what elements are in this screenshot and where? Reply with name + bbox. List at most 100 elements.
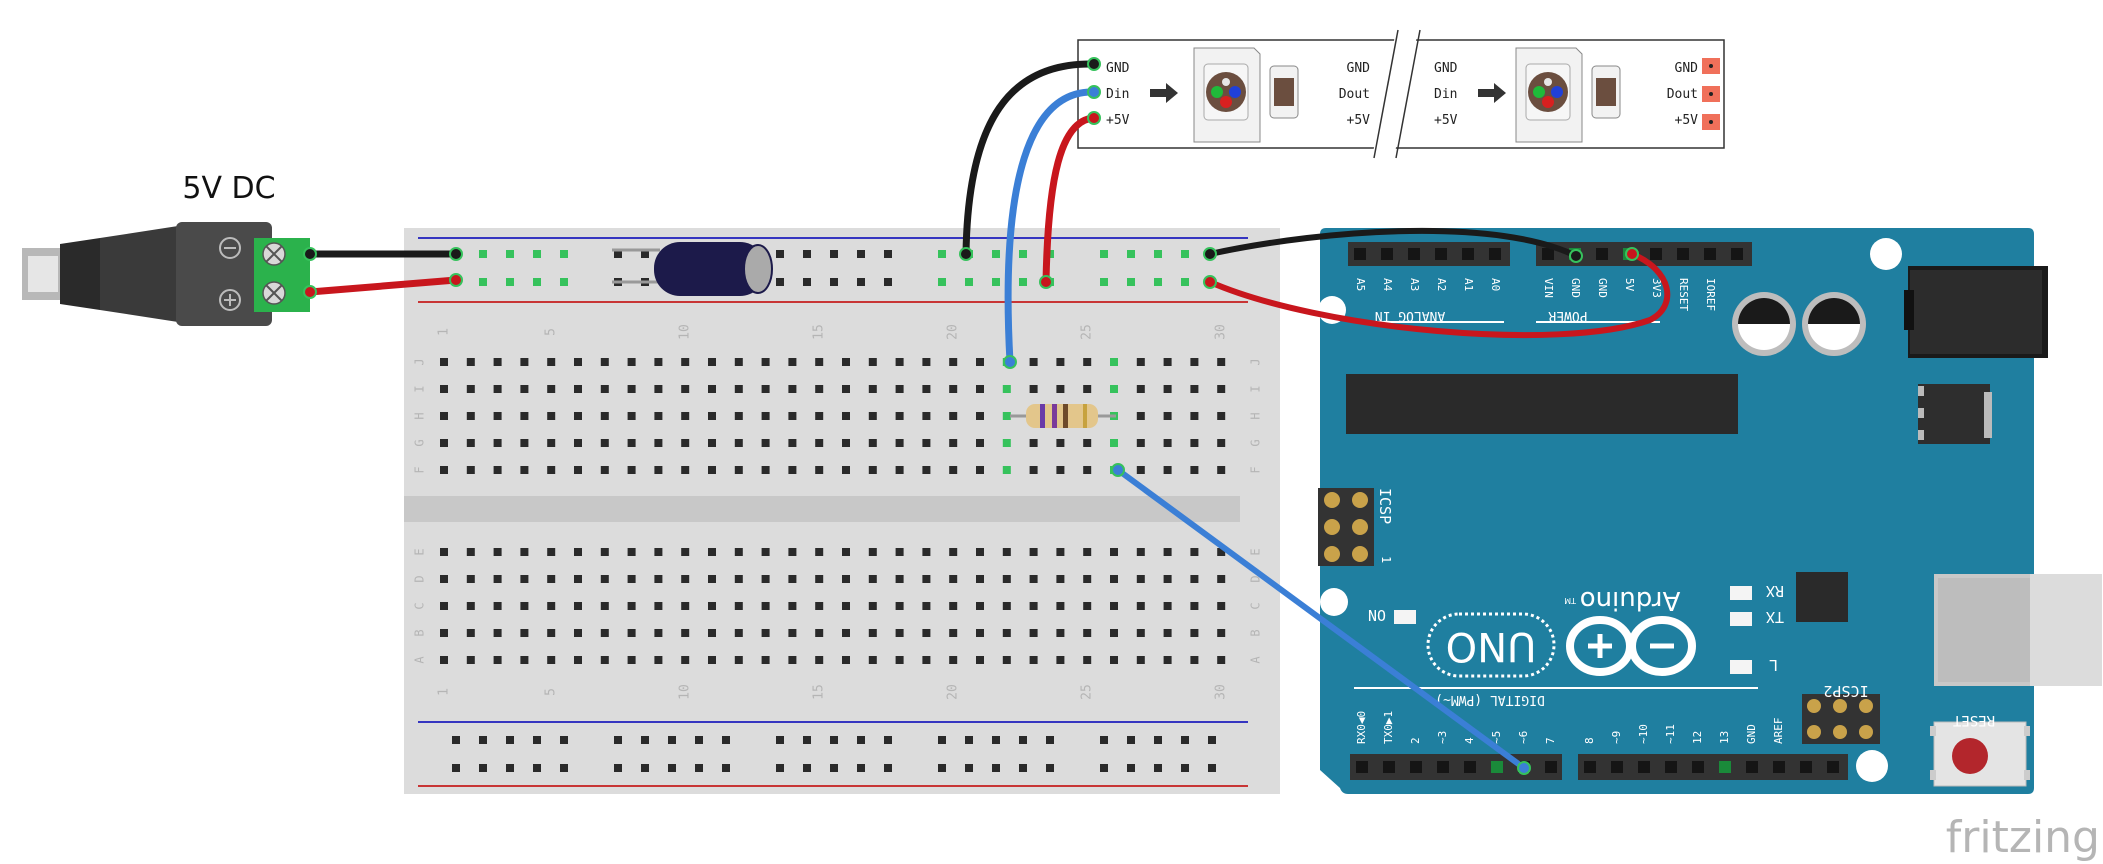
digital-pin-label: RX0◀0 [1355, 711, 1368, 744]
breadboard-hole [681, 602, 690, 610]
digital-pin-label: 7 [1544, 737, 1557, 744]
breadboard-hole [976, 412, 984, 420]
rail-hole [1181, 736, 1189, 744]
breadboard-hole [654, 575, 663, 583]
breadboard-hole [600, 466, 609, 474]
rail-hole [992, 250, 1000, 258]
smd-capacitor [1591, 65, 1621, 119]
breadboard-hole [815, 412, 824, 420]
wire-strip-5v [1042, 114, 1098, 286]
breadboard-hole [949, 629, 958, 637]
breadboard-hole [520, 385, 529, 393]
breadboard-hole [868, 466, 877, 474]
rail-hole [479, 278, 487, 286]
row-label-d: D [413, 575, 427, 582]
digital-pin-label: ~5 [1490, 731, 1503, 744]
breadboard-hole [654, 656, 663, 664]
breadboard-hole [520, 629, 529, 637]
wire-endpoint [303, 285, 317, 299]
rail-hole [830, 736, 838, 744]
strip-right-pin-din: Din [1434, 87, 1457, 102]
rail-hole [965, 764, 973, 772]
rail-hole [560, 278, 568, 286]
digital-pin-label: GND [1745, 724, 1758, 744]
breadboard-hole [1190, 439, 1199, 447]
breadboard-hole [600, 656, 609, 664]
digital-pin-label: 8 [1583, 737, 1596, 744]
on-led [1394, 610, 1416, 624]
reset-button[interactable] [1930, 721, 2030, 787]
breadboard-hole [440, 412, 448, 420]
breadboard-hole [895, 548, 904, 556]
breadboard-hole [761, 548, 770, 556]
breadboard-hole [842, 439, 850, 447]
breadboard-hole [627, 412, 636, 420]
rail-hole [1019, 764, 1027, 772]
breadboard-hole [1217, 385, 1226, 393]
rail-hole [614, 736, 622, 744]
strip-right-out-gnd: GND [1675, 61, 1699, 76]
breadboard-hole [868, 575, 877, 583]
breadboard-hole [466, 439, 475, 447]
breadboard-hole [1136, 412, 1145, 420]
breadboard-hole [922, 358, 931, 366]
strip-break-gap [1372, 30, 1418, 158]
breadboard-hole [708, 575, 716, 583]
pin-label: GND [1569, 278, 1582, 298]
rail-hole [938, 278, 946, 286]
reset-button-cap[interactable] [1952, 738, 1988, 774]
breadboard-hole [976, 358, 984, 366]
breadboard-hole [761, 358, 770, 366]
breadboard-hole [1217, 548, 1226, 556]
breadboard-hole [868, 602, 877, 610]
power-label: POWER [1548, 308, 1587, 323]
breadboard-hole [895, 385, 904, 393]
rail-hole [830, 278, 838, 286]
breadboard-hole [815, 548, 824, 556]
breadboard-hole [547, 602, 556, 610]
rail-hole [992, 278, 1000, 286]
breadboard-hole [547, 466, 556, 474]
board-capacitor [1802, 292, 1866, 356]
rail-hole [803, 736, 811, 744]
breadboard-hole [708, 385, 716, 393]
wire-endpoint [1569, 249, 1583, 263]
breadboard-hole [815, 466, 824, 474]
breadboard-hole [1029, 656, 1038, 664]
breadboard-hole [788, 656, 797, 664]
breadboard-hole [949, 439, 958, 447]
column-label: 10 [678, 324, 693, 340]
breadboard-hole [708, 358, 716, 366]
breadboard-hole [520, 656, 529, 664]
breadboard-hole [1136, 385, 1145, 393]
breadboard-hole [1163, 629, 1172, 637]
column-label: 15 [812, 684, 827, 700]
row-label-g: G [1249, 439, 1263, 446]
breadboard-hole [440, 548, 448, 556]
rail-hole [506, 736, 514, 744]
rail-hole [1127, 736, 1135, 744]
breadboard-hole [842, 412, 850, 420]
digital-pin-label: 4 [1463, 737, 1476, 744]
breadboard-holes [440, 250, 1226, 772]
fritzing-watermark: fritzing [1946, 812, 2100, 863]
breadboard-hole [547, 548, 556, 556]
pin-label: VIN [1542, 278, 1555, 298]
arrow-right-icon [1478, 83, 1506, 103]
rail-hole [830, 250, 838, 258]
rail-hole [668, 764, 676, 772]
breadboard-hole [520, 439, 529, 447]
row-label-b: B [1249, 629, 1263, 636]
pin-label: GND [1596, 278, 1609, 298]
rail-hole [884, 250, 892, 258]
breadboard-hole [734, 358, 743, 366]
rail-hole [1046, 764, 1054, 772]
breadboard-hole [761, 602, 770, 610]
breadboard-hole [976, 439, 984, 447]
breadboard-hole [788, 466, 797, 474]
breadboard-hole [895, 412, 904, 420]
breadboard-hole [868, 548, 877, 556]
rail-hole [803, 250, 811, 258]
